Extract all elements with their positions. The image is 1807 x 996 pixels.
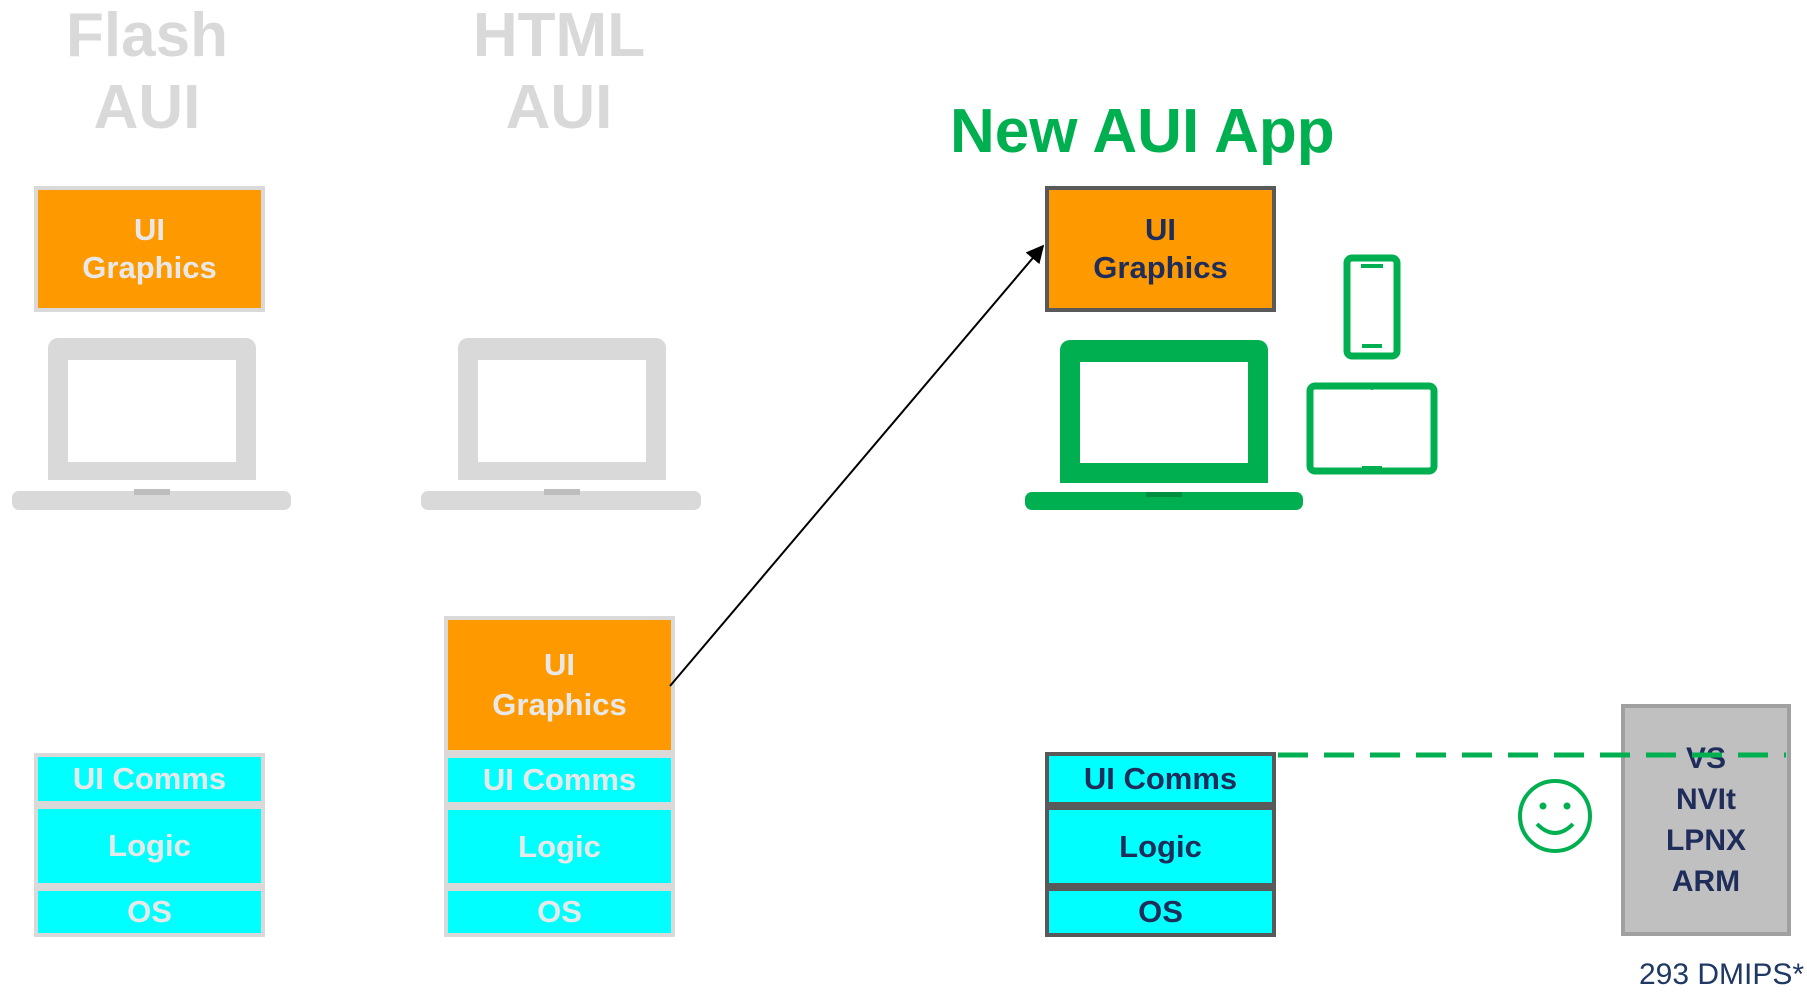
html-laptop-icon bbox=[421, 338, 701, 510]
new-logic-block: Logic bbox=[1045, 806, 1276, 887]
phone-icon bbox=[1343, 254, 1401, 360]
processor-box: VS NVIt LPNX ARM bbox=[1621, 704, 1791, 936]
flash-os-block: OS bbox=[34, 887, 265, 937]
html-aui-title: HTML AUI bbox=[472, 1, 646, 142]
html-ui-comms-block: UI Comms bbox=[444, 754, 675, 806]
html-ui-graphics-block: UI Graphics bbox=[444, 616, 675, 754]
flash-ui-comms-block: UI Comms bbox=[34, 753, 265, 805]
new-os-block: OS bbox=[1045, 887, 1276, 937]
new-aui-app-title: New AUI App bbox=[950, 97, 1335, 166]
smiley-icon bbox=[1518, 779, 1592, 853]
flash-aui-title: Flash AUI bbox=[66, 1, 228, 142]
new-laptop-icon bbox=[1025, 340, 1303, 510]
flash-laptop-icon bbox=[12, 338, 291, 510]
new-ui-graphics-block: UI Graphics bbox=[1045, 186, 1276, 312]
arrow bbox=[669, 244, 1045, 687]
tablet-icon bbox=[1306, 382, 1438, 475]
flash-ui-graphics-block: UI Graphics bbox=[34, 186, 265, 312]
html-logic-block: Logic bbox=[444, 806, 675, 887]
new-ui-comms-block: UI Comms bbox=[1045, 752, 1276, 806]
flash-logic-block: Logic bbox=[34, 805, 265, 887]
dmips-spec: 293 DMIPS* bbox=[1639, 958, 1805, 991]
html-os-block: OS bbox=[444, 887, 675, 937]
